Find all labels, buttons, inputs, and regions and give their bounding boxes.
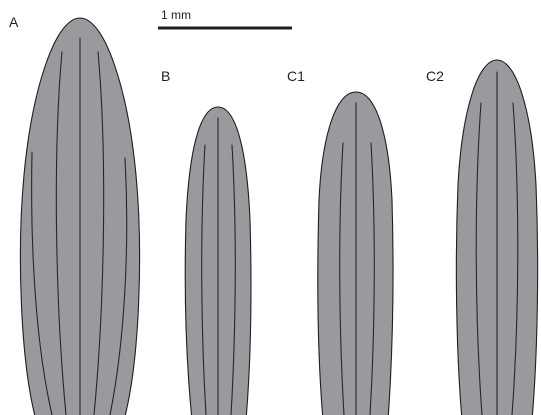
panel-a: A [9, 14, 140, 415]
panel-b: B [161, 68, 251, 415]
panel-label-c2: C2 [426, 68, 444, 84]
panel-label-a: A [9, 14, 19, 30]
panel-label-b: B [161, 68, 170, 84]
leaf-c1 [318, 92, 393, 415]
panel-c2: C2 [426, 60, 538, 415]
scale-bar-label: 1 mm [161, 8, 191, 22]
panel-label-c1: C1 [287, 68, 305, 84]
panel-c1: C1 [287, 68, 393, 415]
scale-bar: 1 mm [158, 8, 292, 28]
